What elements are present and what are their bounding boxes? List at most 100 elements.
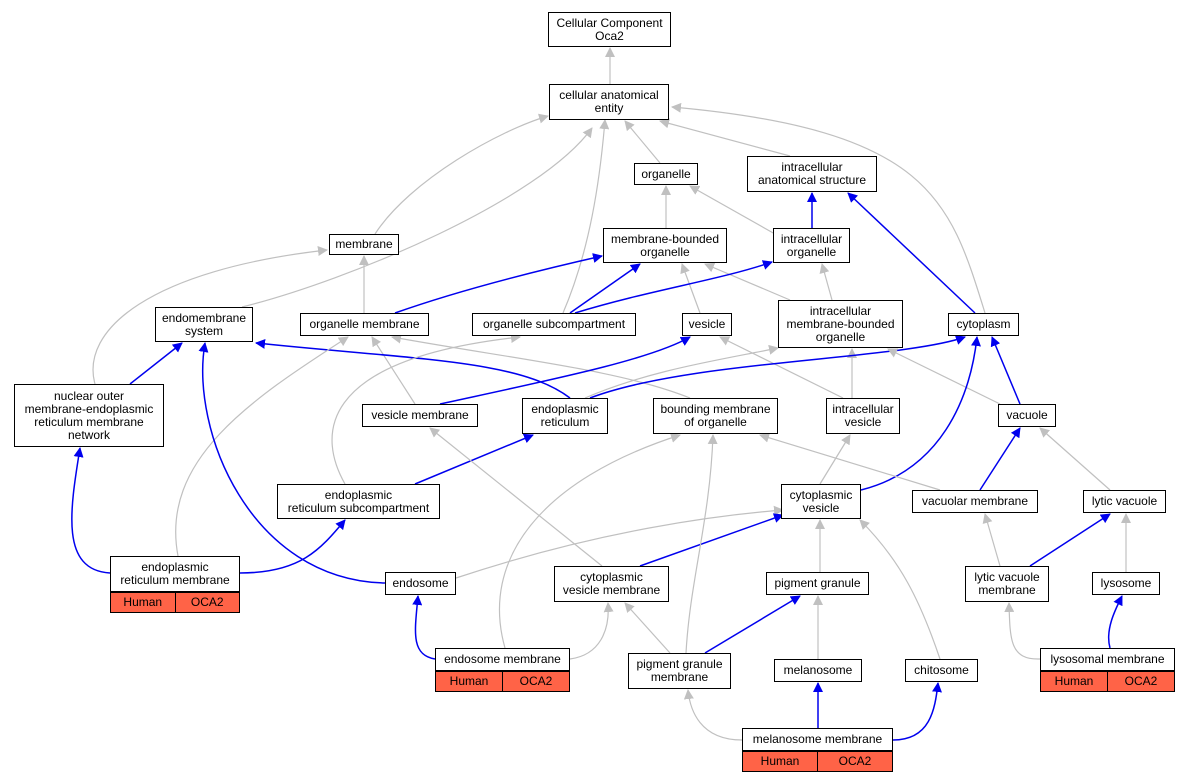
node-lysosome[interactable]: lysosome	[1092, 572, 1160, 595]
edge-iv-vesicle	[719, 336, 844, 399]
edge-mm-chitosome	[892, 682, 942, 741]
node-label: cytoplasmic vesicle	[789, 487, 853, 515]
edge-io-organelle	[689, 185, 776, 235]
edge-organelle-cae	[624, 120, 661, 164]
annotation-gene: OCA2	[1108, 671, 1175, 692]
node-lytic-vacuole[interactable]: lytic vacuole	[1083, 490, 1166, 513]
node-vacuolar-membrane[interactable]: vacuolar membrane	[912, 490, 1038, 513]
node-label: nuclear outer membrane-endoplasmic retic…	[24, 388, 154, 442]
edge-vesicle-mbo	[680, 263, 701, 314]
node-pigment-granule[interactable]: pigment granule	[766, 572, 869, 595]
node-membrane[interactable]: membrane	[329, 234, 399, 255]
edge-cv-cytoplasm	[860, 336, 981, 491]
edge-endosome-cv	[455, 505, 784, 579]
node-label: intracellular organelle	[780, 231, 843, 259]
node-cellular-component-root[interactable]: Cellular Component Oca2	[548, 12, 671, 47]
node-organelle-membrane[interactable]: organelle membrane	[300, 313, 429, 336]
node-label: vesicle membrane	[371, 408, 469, 422]
node-lysosomal-membrane[interactable]: lysosomal membrane	[1040, 648, 1175, 671]
edge-lvm-lv	[1029, 513, 1111, 567]
node-label: vacuole	[1006, 408, 1048, 422]
edge-vm-vesicle	[439, 336, 691, 405]
node-nuclear-outer-membrane-er-network[interactable]: nuclear outer membrane-endoplasmic retic…	[14, 384, 164, 447]
edge-vacm-vacuole	[979, 427, 1021, 491]
node-cytoplasmic-vesicle[interactable]: cytoplasmic vesicle	[781, 484, 861, 519]
node-endosome[interactable]: endosome	[385, 572, 456, 595]
edge-nuclear-endomembrane	[129, 342, 183, 385]
node-label: membrane	[335, 237, 393, 251]
edge-er-imbo	[584, 344, 779, 399]
node-endosome-membrane[interactable]: endosome membrane	[435, 648, 570, 671]
node-er-membrane[interactable]: endoplasmic reticulum membrane	[110, 556, 240, 592]
node-intracellular-vesicle[interactable]: intracellular vesicle	[826, 398, 900, 434]
edge-ias-cae	[659, 118, 791, 157]
edge-lm-lysosome	[1108, 595, 1123, 649]
edge-cytoplasm-ias	[847, 192, 976, 314]
node-label: lytic vacuole membrane	[974, 570, 1040, 597]
node-endoplasmic-reticulum[interactable]: endoplasmic reticulum	[522, 398, 608, 434]
node-intracellular-anatomical-structure[interactable]: intracellular anatomical structure	[747, 156, 877, 192]
node-label: cellular anatomical entity	[559, 88, 659, 115]
annotation-gene: OCA2	[818, 751, 893, 772]
node-label: organelle	[641, 166, 691, 181]
edge-em-bmo	[498, 432, 681, 649]
edge-lv-vacuole	[1039, 427, 1111, 491]
edge-osub-io	[574, 260, 773, 314]
edge-lm-lvm	[1004, 602, 1041, 660]
node-membrane-bounded-organelle[interactable]: membrane-bounded organelle	[603, 228, 727, 263]
node-intracellular-organelle[interactable]: intracellular organelle	[773, 228, 850, 263]
node-label: vesicle	[688, 317, 726, 331]
edge-osub-mbo	[569, 263, 641, 314]
edge-pgm-pg	[704, 595, 801, 654]
edge-lvm-vacm	[982, 513, 1001, 567]
edge-endomembrane-cae	[241, 127, 593, 308]
edge-cvm-cv	[639, 513, 784, 567]
edge-cvm-vm	[429, 427, 603, 567]
node-cytoplasm[interactable]: cytoplasm	[948, 313, 1019, 336]
node-melanosome[interactable]: melanosome	[774, 659, 862, 682]
edge-endosome-endomembrane	[198, 342, 386, 584]
node-label: melanosome	[783, 663, 853, 677]
edge-erm-ersub	[239, 519, 346, 574]
node-label: intracellular vesicle	[832, 402, 894, 429]
node-melanosome-membrane[interactable]: melanosome membrane	[742, 728, 893, 751]
node-label: cytoplasm	[956, 317, 1011, 331]
edge-vacuole-imbo	[887, 348, 1001, 405]
edge-ersub-osub	[331, 333, 521, 485]
node-vesicle[interactable]: vesicle	[682, 313, 732, 336]
node-organelle[interactable]: organelle	[634, 163, 698, 185]
node-er-subcompartment[interactable]: endoplasmic reticulum subcompartment	[277, 484, 440, 519]
edge-vacuole-cytoplasm	[990, 336, 1021, 405]
node-vesicle-membrane[interactable]: vesicle membrane	[362, 404, 478, 427]
node-label: endomembrane system	[161, 310, 247, 338]
annotation-gene: OCA2	[175, 592, 240, 613]
edge-em-cvm	[569, 602, 614, 660]
edge-erm-nuclear	[71, 447, 111, 574]
node-lytic-vacuole-membrane[interactable]: lytic vacuole membrane	[965, 566, 1049, 602]
node-label: endoplasmic reticulum subcompartment	[287, 487, 430, 515]
node-cytoplasmic-vesicle-membrane[interactable]: cytoplasmic vesicle membrane	[554, 566, 669, 602]
edge-om-mbo	[394, 253, 603, 314]
node-label: endosome	[392, 576, 449, 590]
annotation-species: Human	[435, 671, 503, 692]
node-organelle-subcompartment[interactable]: organelle subcompartment	[472, 313, 636, 336]
edge-osub-cae	[562, 119, 610, 314]
node-chitosome[interactable]: chitosome	[905, 659, 978, 682]
node-label: lysosomal membrane	[1050, 652, 1165, 666]
annotation-species: Human	[742, 751, 818, 772]
node-vacuole[interactable]: vacuole	[998, 404, 1056, 427]
node-endomembrane-system[interactable]: endomembrane system	[155, 307, 253, 342]
node-label: vacuolar membrane	[921, 494, 1029, 508]
node-cellular-anatomical-entity[interactable]: cellular anatomical entity	[549, 84, 669, 120]
node-label: Cellular Component Oca2	[556, 15, 663, 43]
edge-cytoplasm-cae	[671, 102, 986, 314]
node-pigment-granule-membrane[interactable]: pigment granule membrane	[628, 653, 731, 689]
annotation-species: Human	[110, 592, 176, 613]
node-label: pigment granule	[774, 576, 861, 590]
edge-chitosome-cv	[859, 519, 941, 660]
node-bounding-membrane-of-organelle[interactable]: bounding membrane of organelle	[653, 398, 778, 434]
node-label: organelle membrane	[309, 317, 420, 331]
node-intracellular-membrane-bounded-organelle[interactable]: intracellular membrane-bounded organelle	[778, 300, 903, 348]
